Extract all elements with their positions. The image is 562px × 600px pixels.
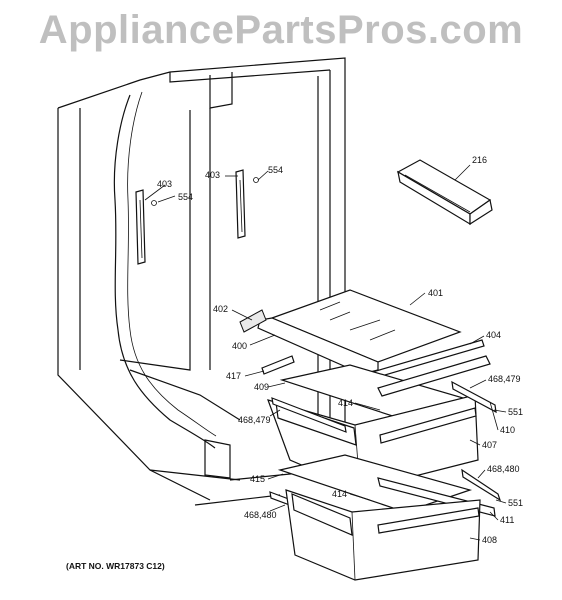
slide-rail-468-479-right (451, 380, 497, 414)
callout-414-upper: 414 (338, 398, 353, 408)
callout-554-left: 554 (178, 192, 193, 202)
callout-468-479-left: 468,479 (238, 415, 271, 425)
callout-400: 400 (232, 341, 247, 351)
callout-415: 415 (250, 474, 265, 484)
shelf-ladder-right (235, 169, 259, 239)
pan-cover-upper (279, 355, 491, 421)
callout-411: 411 (500, 515, 514, 525)
drawer-408 (285, 489, 481, 581)
liner-edge-inner (127, 91, 217, 437)
callout-417: 417 (226, 371, 241, 381)
leader-lines (144, 164, 507, 541)
slide-417 (261, 355, 295, 375)
callout-408: 408 (482, 535, 497, 545)
callout-554-right: 554 (268, 165, 283, 175)
bin-216 (396, 159, 493, 226)
glass-shelf-401 (239, 289, 462, 375)
callout-402: 402 (213, 304, 228, 314)
callout-468-479-right: 468,479 (488, 374, 521, 384)
callout-216: 216 (472, 155, 487, 165)
callout-409: 409 (254, 382, 269, 392)
slide-rail-468-480-right (461, 468, 502, 502)
callout-551-lower: 551 (508, 498, 523, 508)
liner-edge (113, 94, 216, 449)
callout-401: 401 (428, 288, 443, 298)
callout-labels: 216 401 402 400 404 403 554 403 554 417 … (157, 155, 523, 545)
callout-551-upper: 551 (508, 407, 523, 417)
callout-468-480-right: 468,480 (487, 464, 520, 474)
callout-410: 410 (500, 425, 515, 435)
callout-407: 407 (482, 440, 497, 450)
watermark: AppliancePartsPros.com (38, 8, 524, 52)
callout-404: 404 (486, 330, 501, 340)
callout-414-lower: 414 (332, 489, 347, 499)
art-number: (ART NO. WR17873 C12) (66, 561, 165, 571)
shelf-ladder-left (135, 189, 157, 265)
callout-403-left: 403 (157, 179, 172, 189)
callout-468-480-left: 468,480 (244, 510, 277, 520)
slide-rail-468-479-left (271, 397, 347, 433)
callout-403-right: 403 (205, 170, 220, 180)
